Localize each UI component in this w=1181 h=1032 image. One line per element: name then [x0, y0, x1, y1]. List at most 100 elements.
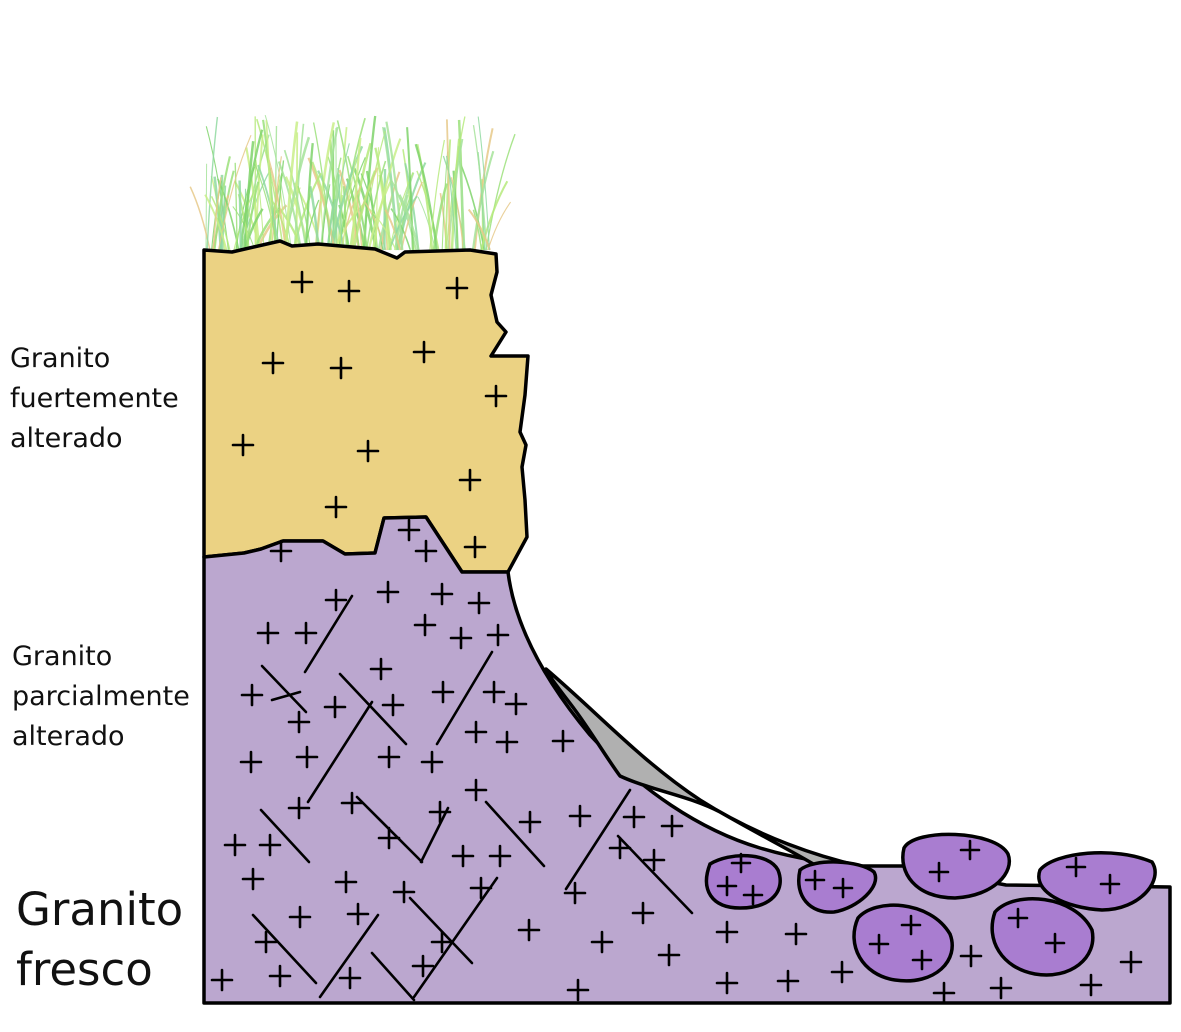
grass-blade: [265, 120, 273, 251]
label-weathered-granite: Granito fuertemente alterado: [10, 339, 179, 459]
joint-line: [408, 896, 474, 965]
mineral-cross: [338, 966, 362, 990]
mineral-cross: [642, 848, 666, 872]
joint-line: [303, 594, 354, 674]
label-partial-line-3: alterado: [12, 721, 125, 752]
label-weathered-line-2: fuertemente: [10, 383, 179, 414]
mineral-cross: [716, 875, 738, 897]
mineral-cross: [287, 710, 311, 734]
grass-blade: [277, 161, 303, 251]
boulder-crosses: [928, 839, 981, 883]
mineral-cross: [356, 439, 380, 463]
mineral-cross: [495, 730, 519, 754]
mineral-cross: [832, 877, 854, 899]
joint-line: [419, 806, 450, 864]
boulder: [852, 903, 954, 983]
mineral-cross: [1099, 873, 1121, 895]
mineral-cross: [397, 518, 421, 542]
boulder-outline: [901, 832, 1012, 900]
grass-blade: [450, 177, 465, 251]
grass-blade: [416, 170, 440, 251]
mineral-cross: [449, 626, 473, 650]
mineral-cross: [294, 621, 318, 645]
mineral-cross: [551, 729, 575, 753]
grass-blade: [473, 128, 494, 251]
mineral-cross: [458, 468, 482, 492]
mineral-cross: [231, 433, 255, 457]
mineral-cross: [430, 582, 454, 606]
mineral-cross: [290, 270, 314, 294]
boulder-crosses: [716, 852, 764, 906]
mineral-cross: [928, 861, 950, 883]
mineral-cross: [959, 944, 983, 968]
grass-tuft: [189, 114, 516, 251]
grass-blade: [384, 209, 402, 251]
mineral-cross: [256, 621, 280, 645]
mineral-cross: [568, 804, 592, 828]
boulder-crosses: [1065, 856, 1121, 895]
mineral-cross: [414, 539, 438, 563]
grass-blade: [390, 179, 418, 251]
mineral-cross: [566, 978, 590, 1002]
joint-line: [260, 664, 308, 714]
weathered-granite-layer: [202, 239, 530, 574]
mineral-cross: [467, 591, 491, 615]
mineral-cross: [369, 657, 393, 681]
mineral-cross: [376, 580, 400, 604]
boulder-crosses: [804, 869, 854, 899]
label-weathered-line-1: Granito: [10, 343, 111, 374]
joint-line: [259, 808, 311, 864]
label-partial-line-2: parcialmente: [12, 681, 190, 712]
label-partial-granite: Granito parcialmente alterado: [12, 637, 190, 757]
mineral-cross: [287, 796, 311, 820]
mineral-cross: [657, 943, 681, 967]
grass-blade: [189, 186, 211, 251]
grass-blade: [342, 158, 357, 251]
mineral-cross: [329, 356, 353, 380]
grass-blade: [398, 194, 420, 251]
mineral-cross: [911, 949, 933, 971]
grass-blade: [371, 138, 402, 251]
joint-line: [370, 951, 416, 1002]
boulder: [990, 897, 1095, 977]
joint-line: [306, 700, 374, 804]
label-fresh-line-2: fresco: [16, 943, 153, 996]
mineral-cross: [900, 914, 922, 936]
mineral-cross: [337, 279, 361, 303]
grass-blade: [245, 181, 260, 251]
mineral-cross: [504, 692, 528, 716]
mineral-cross: [412, 340, 436, 364]
joint-line: [251, 913, 318, 985]
mineral-cross: [608, 836, 632, 860]
boulder: [1037, 850, 1157, 912]
mineral-cross: [377, 826, 401, 850]
mineral-cross: [1044, 932, 1066, 954]
mineral-cross: [715, 920, 739, 944]
boulder-crosses: [868, 914, 933, 971]
boulder-crosses: [1007, 907, 1066, 954]
mineral-cross: [959, 839, 981, 861]
boulder: [704, 852, 782, 910]
grass-blade: [283, 149, 307, 251]
grass-blade: [233, 189, 256, 251]
grass-blade: [487, 201, 512, 251]
mineral-cross: [622, 805, 646, 829]
grass-blade: [204, 194, 228, 251]
grass-blade: [446, 119, 451, 251]
grass-blade: [254, 134, 264, 251]
mineral-cross: [420, 750, 444, 774]
mineral-cross: [469, 876, 493, 900]
grass-blade: [284, 121, 299, 251]
mineral-cross: [484, 384, 508, 408]
joint-line: [564, 788, 632, 891]
weathered-boulders: [704, 832, 1157, 983]
grass-blade: [213, 156, 231, 251]
mineral-cross: [223, 833, 247, 857]
mineral-cross: [431, 680, 455, 704]
mineral-cross: [269, 539, 293, 563]
label-weathered-line-3: alterado: [10, 423, 123, 454]
grass-blade: [243, 208, 264, 251]
joint-line: [338, 672, 408, 746]
joint-line: [318, 913, 380, 999]
